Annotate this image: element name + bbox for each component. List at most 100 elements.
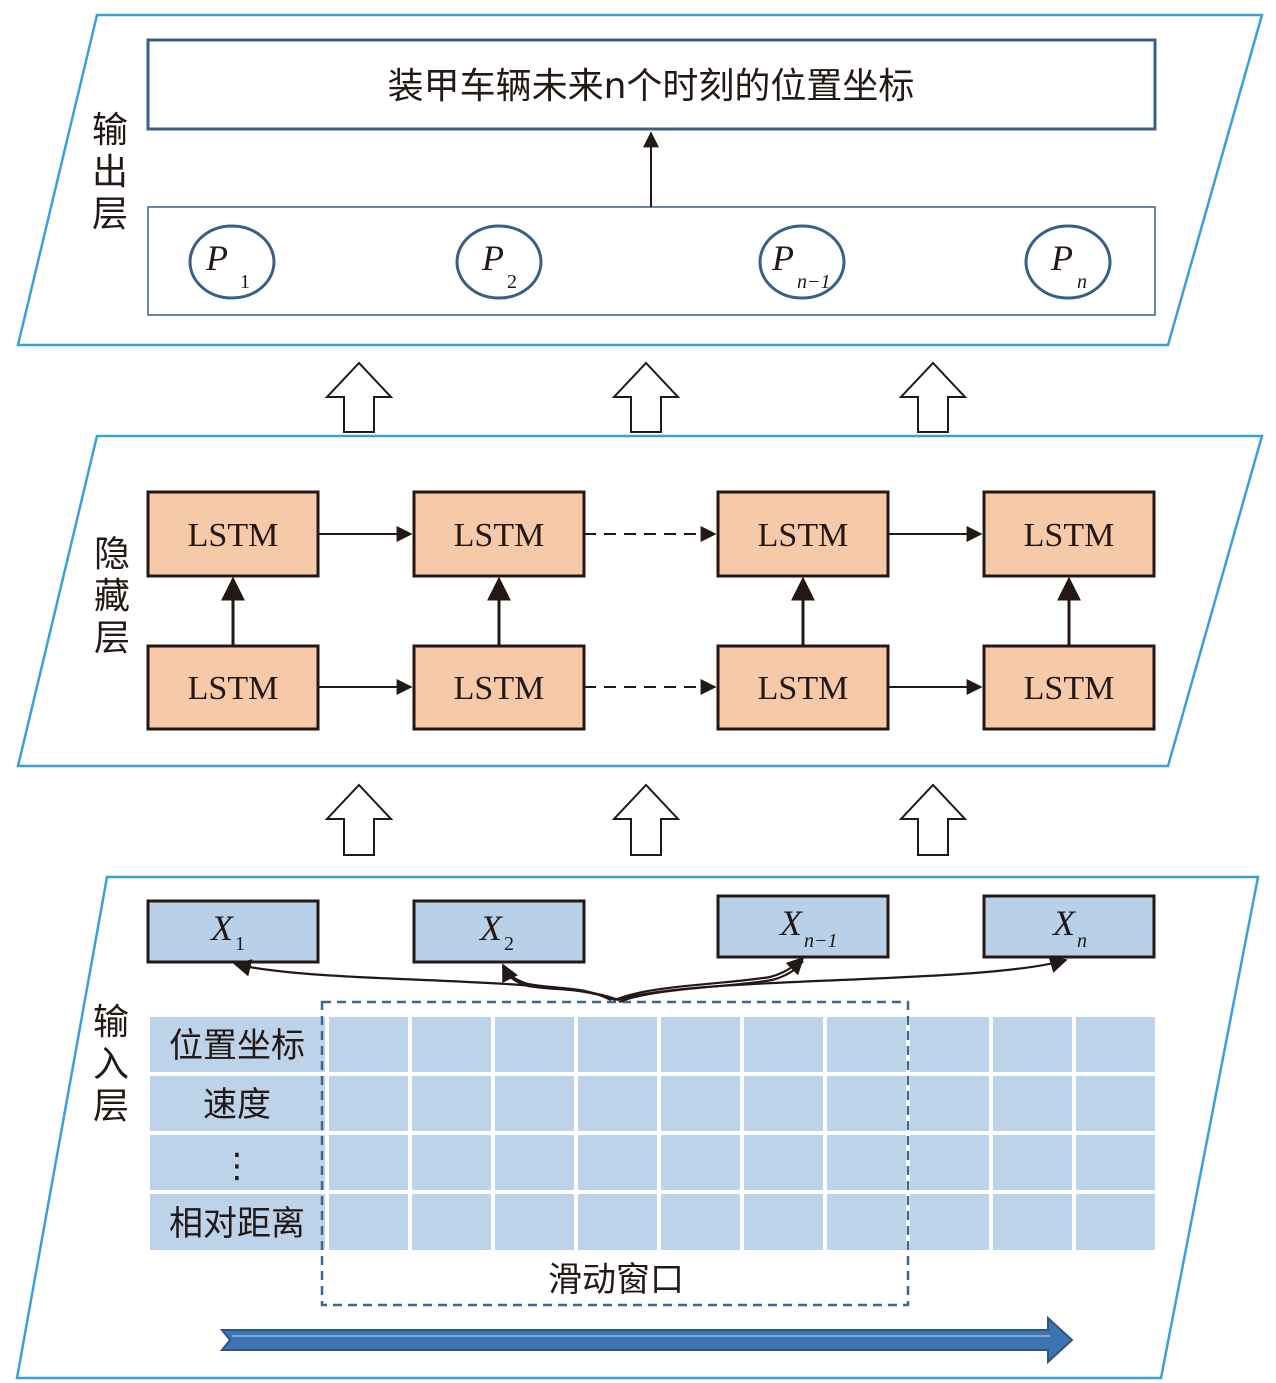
grid-cell xyxy=(495,1017,574,1072)
grid-cell xyxy=(495,1135,574,1190)
grid-cell xyxy=(827,1076,906,1131)
output-layer: 输 出 层 装甲车辆未来n个时刻的位置坐标 P 1 P 2 P n−1 P n xyxy=(16,13,1264,347)
hollow-up-arrow xyxy=(898,361,968,433)
grid-cell xyxy=(412,1135,491,1190)
grid-cell xyxy=(329,1017,408,1072)
input-box xyxy=(146,899,320,964)
grid-cell xyxy=(412,1076,491,1131)
grid-row-label: 位置坐标 xyxy=(169,1026,305,1066)
grid-label-cell xyxy=(150,1135,325,1190)
input-layer-label: 输 入 层 xyxy=(93,1002,129,1127)
output-layer-label: 输 出 层 xyxy=(92,110,128,235)
hidden-layer-label-char: 层 xyxy=(94,618,130,659)
grid-cell xyxy=(993,1194,1072,1250)
grid-cell xyxy=(661,1017,740,1072)
output-nodes-container xyxy=(147,206,1156,316)
grid-cell xyxy=(578,1076,657,1131)
input-box-sub: n−1 xyxy=(804,930,838,952)
lstm-cell-label: LSTM xyxy=(758,517,849,554)
grid-cell xyxy=(827,1017,906,1072)
grid-row-label: 速度 xyxy=(203,1085,271,1125)
slide-direction-arrow-body xyxy=(219,1315,1074,1365)
output-node-p1: P 1 xyxy=(188,224,276,300)
sliding-window xyxy=(320,1000,910,1307)
lstm-horizontal-links xyxy=(318,526,983,695)
output-node-main: P xyxy=(1050,238,1073,278)
lstm-cell-label: LSTM xyxy=(1024,517,1115,554)
slide-direction-arrow xyxy=(219,1315,1074,1365)
input-box xyxy=(982,894,1156,959)
lstm-bottom-row: LSTM LSTM LSTM LSTM xyxy=(146,644,1156,731)
grid-cell xyxy=(827,1135,906,1190)
output-layer-label-char: 层 xyxy=(92,194,128,235)
lstm-cell xyxy=(982,644,1156,731)
grid-cell xyxy=(661,1076,740,1131)
grid-cell xyxy=(744,1194,823,1250)
input-box xyxy=(412,899,586,964)
output-node-sub: n−1 xyxy=(797,271,831,293)
output-node-sub: 2 xyxy=(507,271,517,293)
input-box-sub: n xyxy=(1077,930,1087,952)
lstm-cell-label: LSTM xyxy=(188,517,279,554)
grid-cell xyxy=(910,1135,989,1190)
lstm-cell-label: LSTM xyxy=(454,517,545,554)
output-node-pn-1: P n−1 xyxy=(758,224,846,300)
lstm-cell xyxy=(146,644,320,731)
feature-grid-cells xyxy=(329,1017,1155,1250)
hidden-layer-label-char: 藏 xyxy=(94,576,130,617)
grid-label-cell xyxy=(150,1076,325,1131)
output-node-main: P xyxy=(771,238,794,278)
window-to-input-arrows xyxy=(233,955,1068,1004)
output-node-sub: 1 xyxy=(240,271,250,293)
input-xn: X n xyxy=(982,894,1156,959)
grid-cell xyxy=(495,1076,574,1131)
hollow-up-arrow xyxy=(611,361,681,433)
hollow-up-arrow xyxy=(898,783,968,856)
grid-cell xyxy=(827,1194,906,1250)
hidden-to-output-arrows xyxy=(324,361,968,433)
hidden-layer-label-char: 隐 xyxy=(94,534,130,575)
output-layer-label-char: 输 xyxy=(92,110,128,151)
input-box-sub: 2 xyxy=(504,933,514,955)
sliding-window-label: 滑动窗口 xyxy=(548,1260,684,1300)
hidden-layer: 隐 藏 层 LSTM LSTM LSTM LSTM LSTM L xyxy=(16,434,1264,768)
lstm-cell-label: LSTM xyxy=(188,670,279,707)
grid-cell xyxy=(412,1194,491,1250)
hollow-up-arrow xyxy=(324,783,394,856)
input-layer-label-char: 层 xyxy=(93,1086,129,1127)
grid-cell xyxy=(910,1076,989,1131)
lstm-cell-label: LSTM xyxy=(1024,670,1115,707)
input-to-hidden-arrows xyxy=(324,783,968,856)
input-x2: X 2 xyxy=(412,899,586,964)
grid-cell xyxy=(1076,1135,1155,1190)
output-node-circle xyxy=(758,224,846,300)
output-node-circle xyxy=(188,224,276,300)
grid-cell xyxy=(495,1194,574,1250)
grid-row-label: 相对距离 xyxy=(169,1204,305,1244)
curved-arrow xyxy=(502,966,620,1002)
grid-cell xyxy=(993,1017,1072,1072)
input-layer-label-char: 入 xyxy=(93,1044,129,1085)
input-layer: 输 入 层 X 1 X 2 X n−1 X n xyxy=(15,875,1260,1380)
output-node-main: P xyxy=(481,238,504,278)
grid-cell xyxy=(1076,1017,1155,1072)
input-x1: X 1 xyxy=(146,899,320,964)
lstm-top-row: LSTM LSTM LSTM LSTM xyxy=(146,490,1156,578)
hidden-layer-label: 隐 藏 层 xyxy=(94,534,130,659)
lstm-cell xyxy=(412,490,586,578)
curved-arrow xyxy=(616,955,1068,1002)
input-box-sub: 1 xyxy=(235,933,245,955)
grid-cell xyxy=(578,1135,657,1190)
input-box-main: X xyxy=(478,908,504,948)
grid-cell xyxy=(329,1076,408,1131)
input-xn-1: X n−1 xyxy=(716,894,890,959)
output-layer-label-char: 出 xyxy=(92,152,128,193)
grid-cell xyxy=(661,1194,740,1250)
grid-label-cell xyxy=(150,1017,325,1072)
grid-cell xyxy=(1076,1194,1155,1250)
input-box-main: X xyxy=(778,903,804,943)
hidden-layer-panel xyxy=(16,434,1264,768)
grid-row-labels: 位置坐标 速度 ⋮ 相对距离 xyxy=(169,1026,305,1244)
grid-cell xyxy=(329,1194,408,1250)
